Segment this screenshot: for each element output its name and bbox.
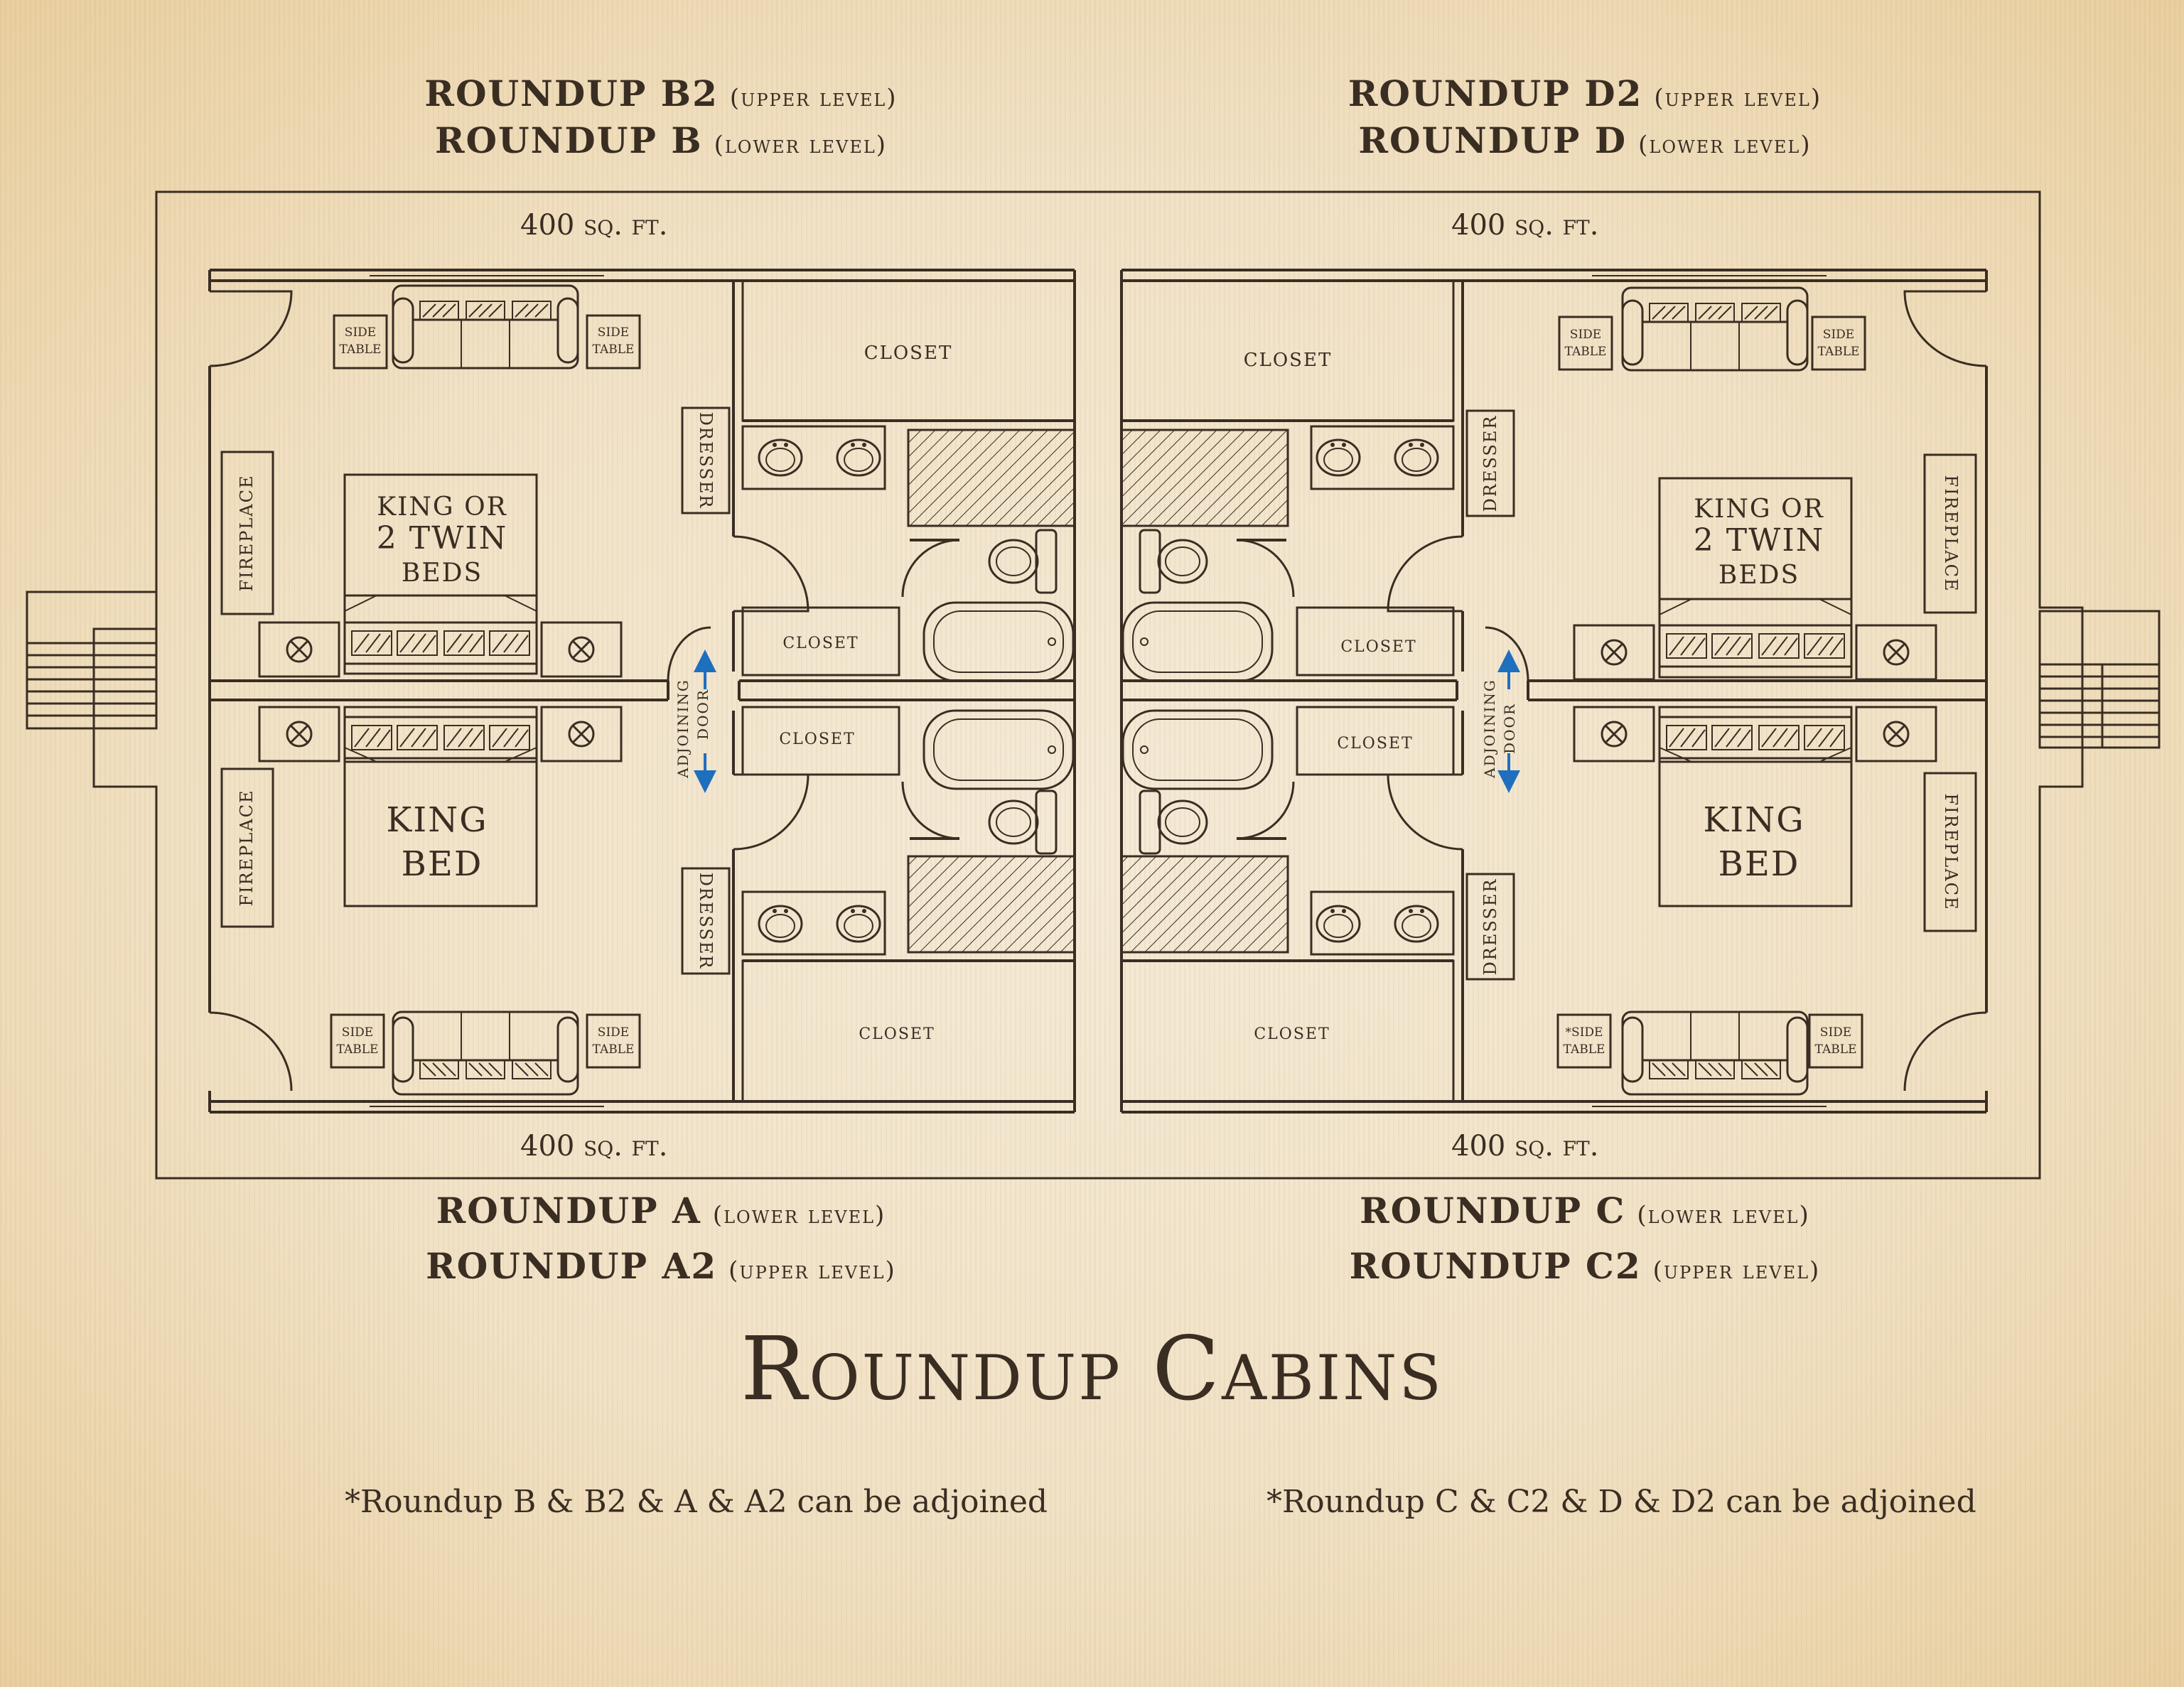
svg-text:SIDE: SIDE — [598, 325, 629, 340]
stairs-right — [2038, 610, 2161, 749]
header-roundup-c: ROUNDUP C(lower level) — [1360, 1190, 1810, 1231]
svg-text:KING OR: KING OR — [1694, 495, 1824, 524]
svg-text:ADJOINING: ADJOINING — [1481, 679, 1498, 779]
closet-label: CLOSET — [779, 731, 855, 748]
svg-text:BED: BED — [1718, 844, 1800, 884]
closet-label: CLOSET — [1254, 1025, 1330, 1043]
footnote-left: *Roundup B & B2 & A & A2 can be adjoined — [345, 1484, 1048, 1520]
closet-label: CLOSET — [782, 635, 859, 652]
svg-text:SIDE: SIDE — [1820, 1025, 1851, 1040]
dresser-label: DRESSER — [1480, 415, 1500, 512]
svg-text:TABLE: TABLE — [1818, 345, 1860, 359]
closet-label: CLOSET — [1244, 350, 1333, 371]
bed-labels: KING OR 2 TWIN BEDS KING BED KING OR 2 T… — [377, 492, 1824, 884]
header-roundup-a2: ROUNDUP A2(upper level) — [426, 1245, 896, 1287]
svg-text:DOOR: DOOR — [694, 689, 711, 740]
svg-text:KING: KING — [386, 800, 488, 840]
sqft-bottom-left: 400 sq. ft. — [520, 1130, 668, 1163]
dresser-label: DRESSER — [1480, 878, 1500, 976]
svg-text:TABLE: TABLE — [340, 343, 382, 357]
beds — [258, 473, 1937, 907]
sqft-bottom-right: 400 sq. ft. — [1451, 1130, 1599, 1163]
header-roundup-d2: ROUNDUP D2(upper level) — [1347, 72, 1822, 114]
svg-text:KING: KING — [1703, 800, 1804, 840]
closet-label: CLOSET — [859, 1025, 935, 1043]
adjoining-door-right: ADJOINING DOOR — [1481, 650, 1520, 793]
svg-text:TABLE: TABLE — [1565, 345, 1607, 359]
footnote-right: *Roundup C & C2 & D & D2 can be adjoined — [1266, 1484, 1976, 1520]
svg-text:SIDE: SIDE — [1823, 328, 1854, 342]
svg-text:2 TWIN: 2 TWIN — [377, 520, 507, 556]
svg-text:SIDE: SIDE — [342, 1025, 373, 1040]
sqft-top-left: 400 sq. ft. — [520, 209, 668, 242]
svg-text:*SIDE: *SIDE — [1566, 1025, 1603, 1040]
header-roundup-d: ROUNDUP D(lower level) — [1358, 119, 1812, 161]
sqft-top-right: 400 sq. ft. — [1451, 209, 1599, 242]
sofas — [392, 284, 1809, 1096]
dresser-label: DRESSER — [696, 412, 716, 510]
svg-text:BEDS: BEDS — [402, 559, 483, 588]
svg-text:2 TWIN: 2 TWIN — [1694, 522, 1824, 559]
building-outline — [92, 190, 2084, 1180]
fireplace-label: FIREPLACE — [1941, 475, 1961, 592]
svg-text:TABLE: TABLE — [1815, 1042, 1857, 1057]
svg-text:SIDE: SIDE — [1570, 328, 1601, 342]
stairs-left — [26, 591, 158, 730]
svg-text:TABLE: TABLE — [1564, 1042, 1605, 1057]
svg-text:BEDS: BEDS — [1718, 561, 1800, 590]
svg-text:ADJOINING: ADJOINING — [674, 679, 692, 779]
svg-text:TABLE: TABLE — [593, 343, 635, 357]
page-title: Roundup Cabins — [741, 1318, 1443, 1421]
svg-text:TABLE: TABLE — [337, 1042, 379, 1057]
closet-label: CLOSET — [1337, 735, 1413, 753]
adjoining-door-left: ADJOINING DOOR — [674, 650, 716, 793]
fireplace-label: FIREPLACE — [237, 789, 257, 906]
fireplaces: FIREPLACE FIREPLACE FIREPLACE FIREPLACE — [220, 451, 1977, 932]
svg-text:BED: BED — [402, 844, 483, 884]
closets — [741, 279, 1455, 1103]
door-swings — [209, 290, 1987, 1092]
closet-labels: CLOSET CLOSET CLOSET CLOSET CLOSET CLOSE… — [779, 343, 1416, 1043]
closet-label: CLOSET — [1340, 638, 1416, 656]
header-roundup-b2: ROUNDUP B2(upper level) — [424, 72, 898, 114]
dresser-label: DRESSER — [696, 873, 716, 970]
fireplace-label: FIREPLACE — [237, 474, 257, 591]
header-roundup-a: ROUNDUP A(lower level) — [436, 1190, 886, 1231]
svg-text:SIDE: SIDE — [598, 1025, 629, 1040]
svg-text:SIDE: SIDE — [345, 325, 376, 340]
side-tables — [330, 314, 1866, 1069]
svg-text:TABLE: TABLE — [593, 1042, 635, 1057]
header-roundup-c2: ROUNDUP C2(upper level) — [1349, 1245, 1821, 1287]
dressers: DRESSER DRESSER DRESSER DRESSER — [681, 406, 1515, 981]
svg-text:KING OR: KING OR — [377, 492, 507, 522]
header-roundup-b: ROUNDUP B(lower level) — [434, 119, 888, 161]
closet-label: CLOSET — [864, 343, 953, 364]
interior-walls — [208, 269, 1988, 1114]
fireplace-label: FIREPLACE — [1941, 793, 1961, 910]
bathroom-fixtures — [741, 425, 1455, 956]
svg-text:DOOR: DOOR — [1501, 703, 1518, 754]
